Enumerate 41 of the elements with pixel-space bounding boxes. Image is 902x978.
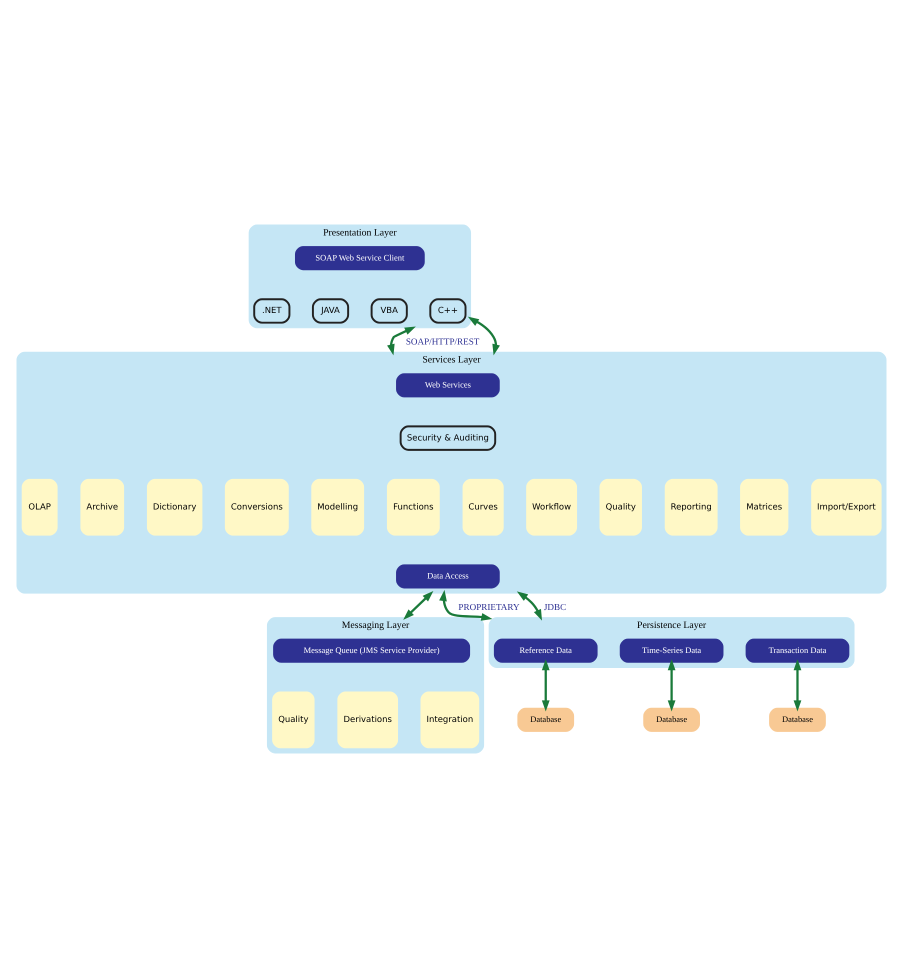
- edge-label: SOAP/HTTP/REST: [405, 336, 479, 346]
- node-box: Database: [516, 708, 574, 732]
- node-box: .NET: [252, 298, 290, 324]
- arrow: [667, 659, 675, 712]
- node-box: Integration: [420, 692, 479, 748]
- arrow: [438, 590, 492, 621]
- node-box: Workflow: [526, 478, 577, 536]
- node-box: VBA: [370, 298, 408, 324]
- node-box: Data Access: [396, 564, 500, 588]
- arrow: [467, 316, 500, 356]
- arrow: [793, 659, 801, 712]
- node-box: Curves: [462, 478, 504, 536]
- node-box: Reference Data: [493, 638, 598, 663]
- arrow: [541, 659, 550, 712]
- node-box: Web Services: [396, 373, 500, 398]
- node-box: Conversions: [224, 478, 288, 536]
- node-box: Database: [768, 708, 826, 732]
- node-box: Dictionary: [146, 478, 202, 536]
- node-box: Message Queue (JMS Service Provider): [272, 638, 470, 663]
- node-box: Reporting: [664, 478, 718, 536]
- node-box: Import/Export: [810, 478, 882, 536]
- node-box: Quality: [272, 692, 314, 748]
- edge-label: JDBC: [543, 602, 566, 612]
- node-box: Modelling: [310, 478, 364, 536]
- arrow: [386, 326, 416, 356]
- node-box: SOAP Web Service Client: [294, 246, 424, 270]
- node-box: Time-Series Data: [619, 638, 723, 663]
- arrow: [516, 591, 542, 621]
- node-box: OLAP: [21, 478, 58, 536]
- node-box: Functions: [386, 478, 440, 536]
- node-box: C++: [428, 298, 466, 324]
- node-box: Database: [642, 708, 700, 732]
- edge-label: PROPRIETARY: [458, 602, 519, 612]
- node-box: Security & Auditing: [399, 425, 496, 451]
- node-box: JAVA: [311, 298, 349, 324]
- node-box: Transaction Data: [745, 638, 849, 663]
- arrow: [402, 590, 433, 620]
- node-box: Derivations: [336, 692, 398, 748]
- node-box: Matrices: [740, 478, 788, 536]
- node-box: Archive: [80, 478, 124, 536]
- node-box: Quality: [599, 478, 642, 536]
